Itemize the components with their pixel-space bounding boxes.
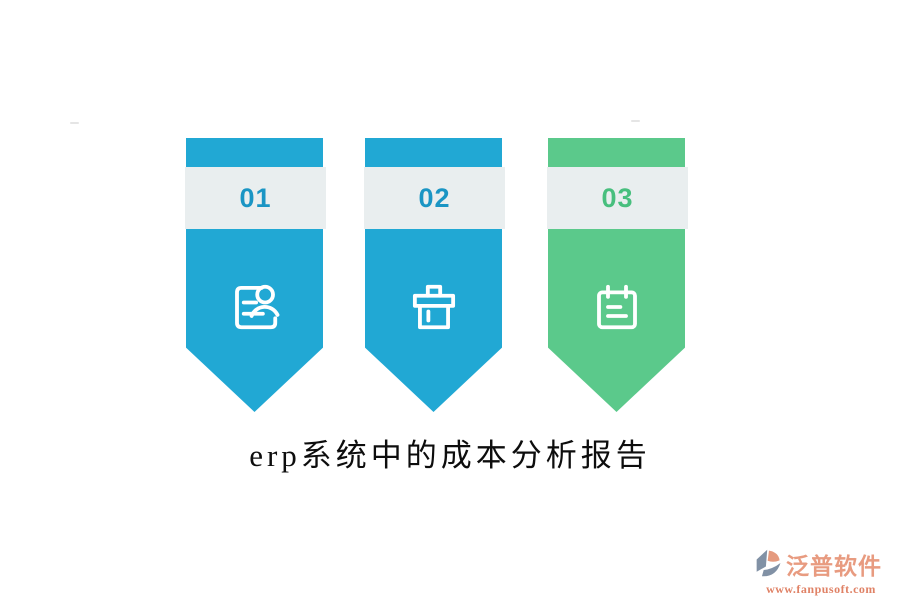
vendor-name: 泛普软件 [786,553,882,579]
step-banner-2: 02 [364,138,505,412]
step-number-band: 01 [185,167,326,229]
step-number-band: 02 [364,167,505,229]
scan-artifact [70,122,79,124]
scan-artifact [631,120,640,122]
page-title: erp系统中的成本分析报告 [249,438,651,473]
step-number: 01 [239,182,272,213]
vendor-url: www.fanpusoft.com [766,582,876,596]
fanpu-logo-icon [754,548,784,581]
brush-icon [407,280,461,334]
step-banner-1: 01 [185,138,326,412]
notepad-icon [590,280,644,334]
vendor-watermark: 泛普软件 www.fanpusoft.com [754,547,888,597]
contact-card-icon [228,280,282,334]
step-number: 02 [418,182,451,213]
step-number-band: 03 [547,167,688,229]
step-banner-3: 03 [547,138,688,412]
step-number: 03 [601,182,634,213]
